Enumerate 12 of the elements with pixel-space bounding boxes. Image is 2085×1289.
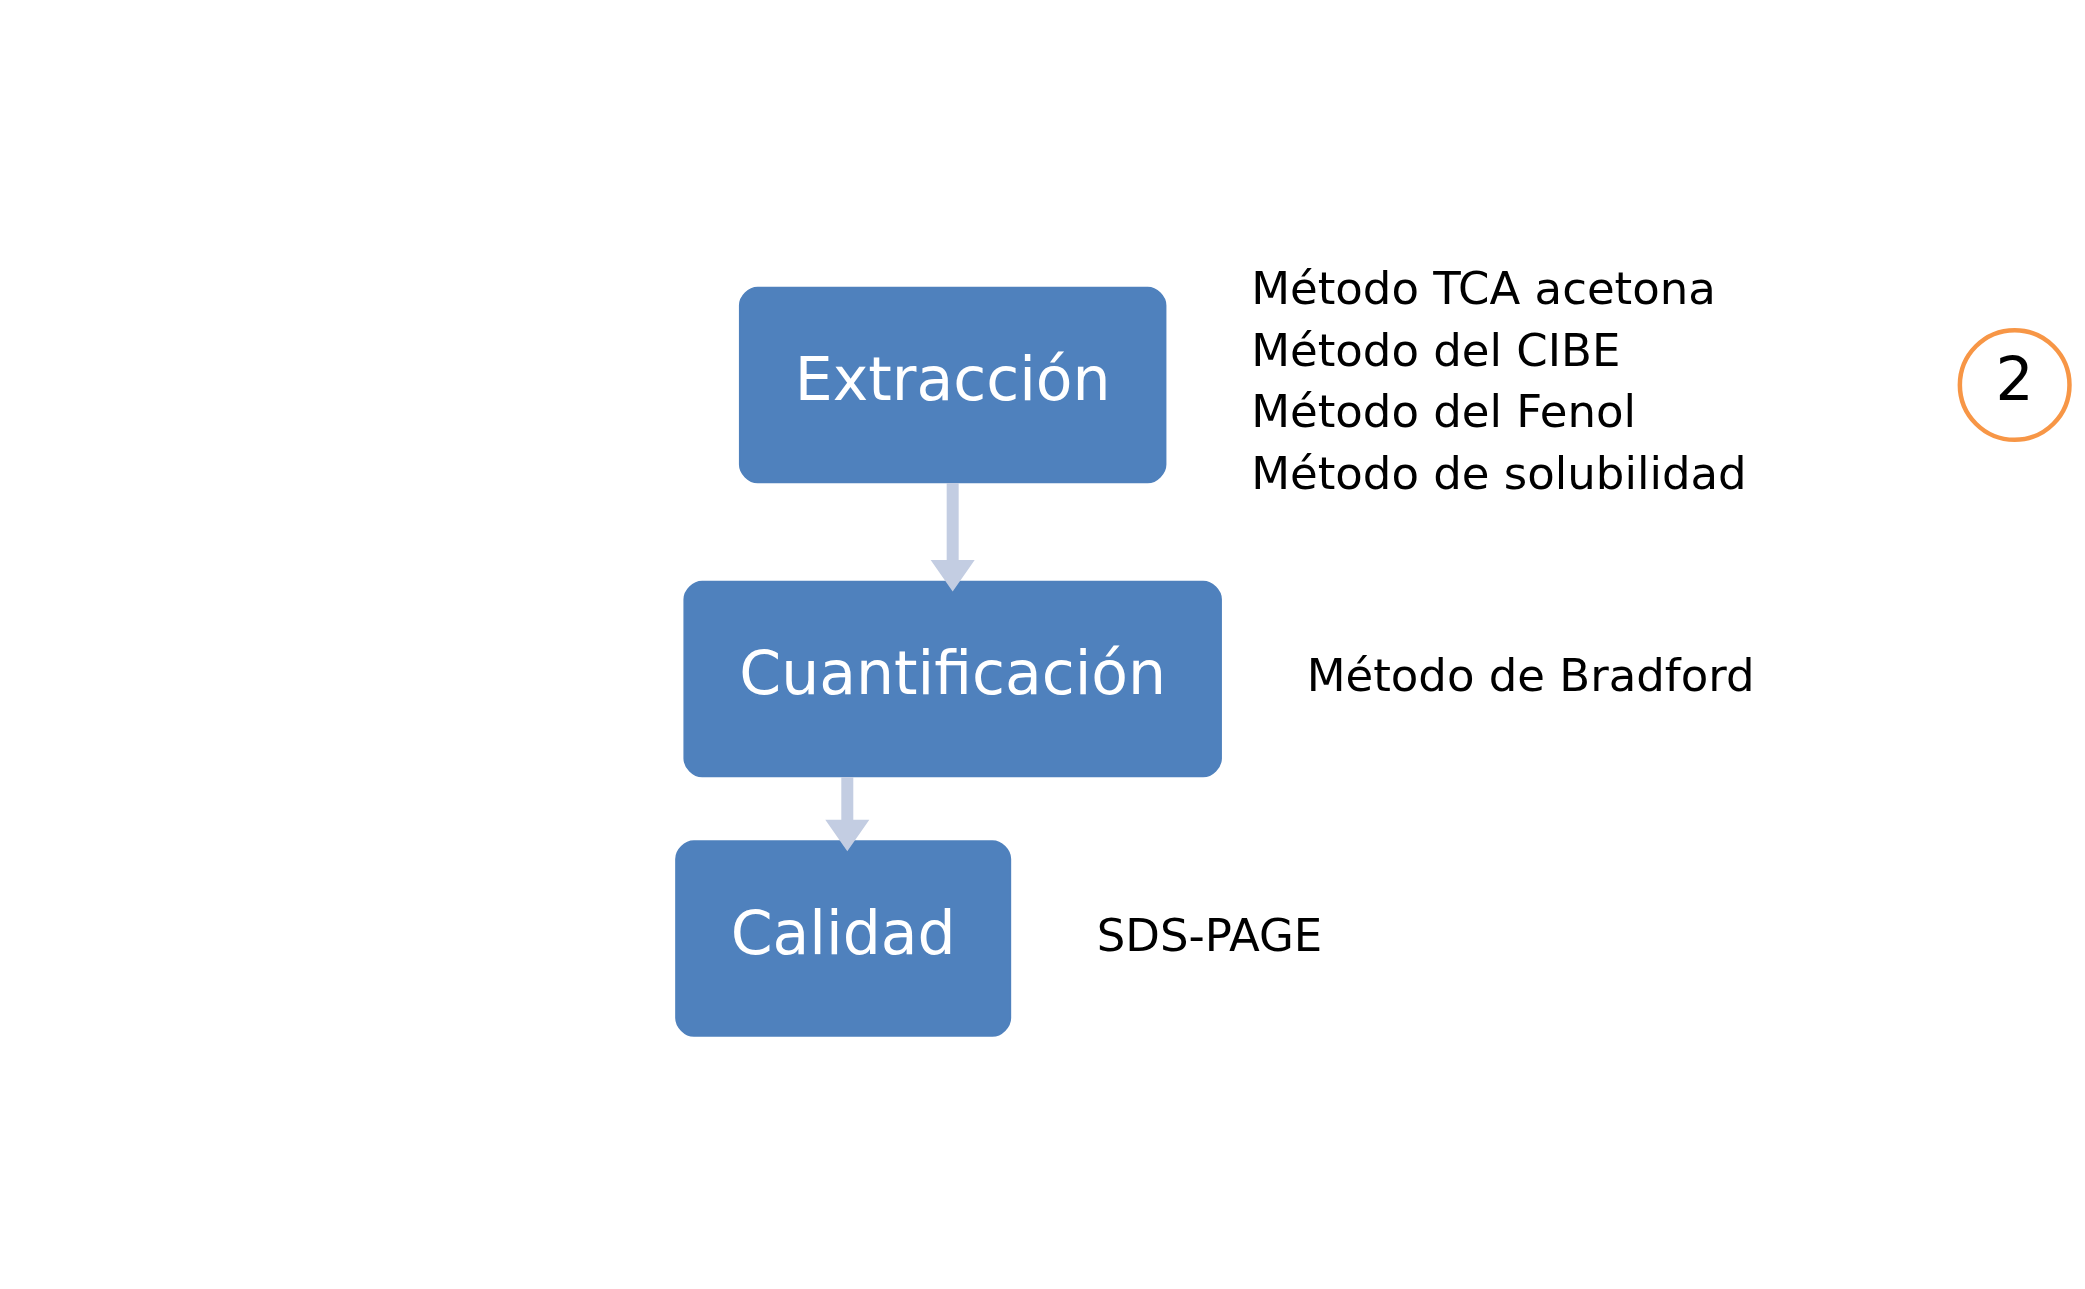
node-box: Extracción: [738, 286, 1167, 484]
node-box: Calidad: [675, 840, 1012, 1037]
node-label: Método del Fenol: [1251, 385, 1636, 438]
node-label: Método de solubilidad: [1251, 446, 1747, 500]
node-box: Cuantificación: [683, 580, 1222, 778]
node-label: Método TCA acetona: [1251, 262, 1716, 315]
arrow: [825, 777, 870, 852]
node-circle: 2: [1957, 327, 2072, 443]
node-label: SDS-PAGE: [1096, 908, 1323, 962]
node-label: Método del CIBE: [1251, 323, 1621, 377]
node-label: Método de Bradford: [1306, 649, 1755, 702]
arrow: [930, 482, 975, 592]
